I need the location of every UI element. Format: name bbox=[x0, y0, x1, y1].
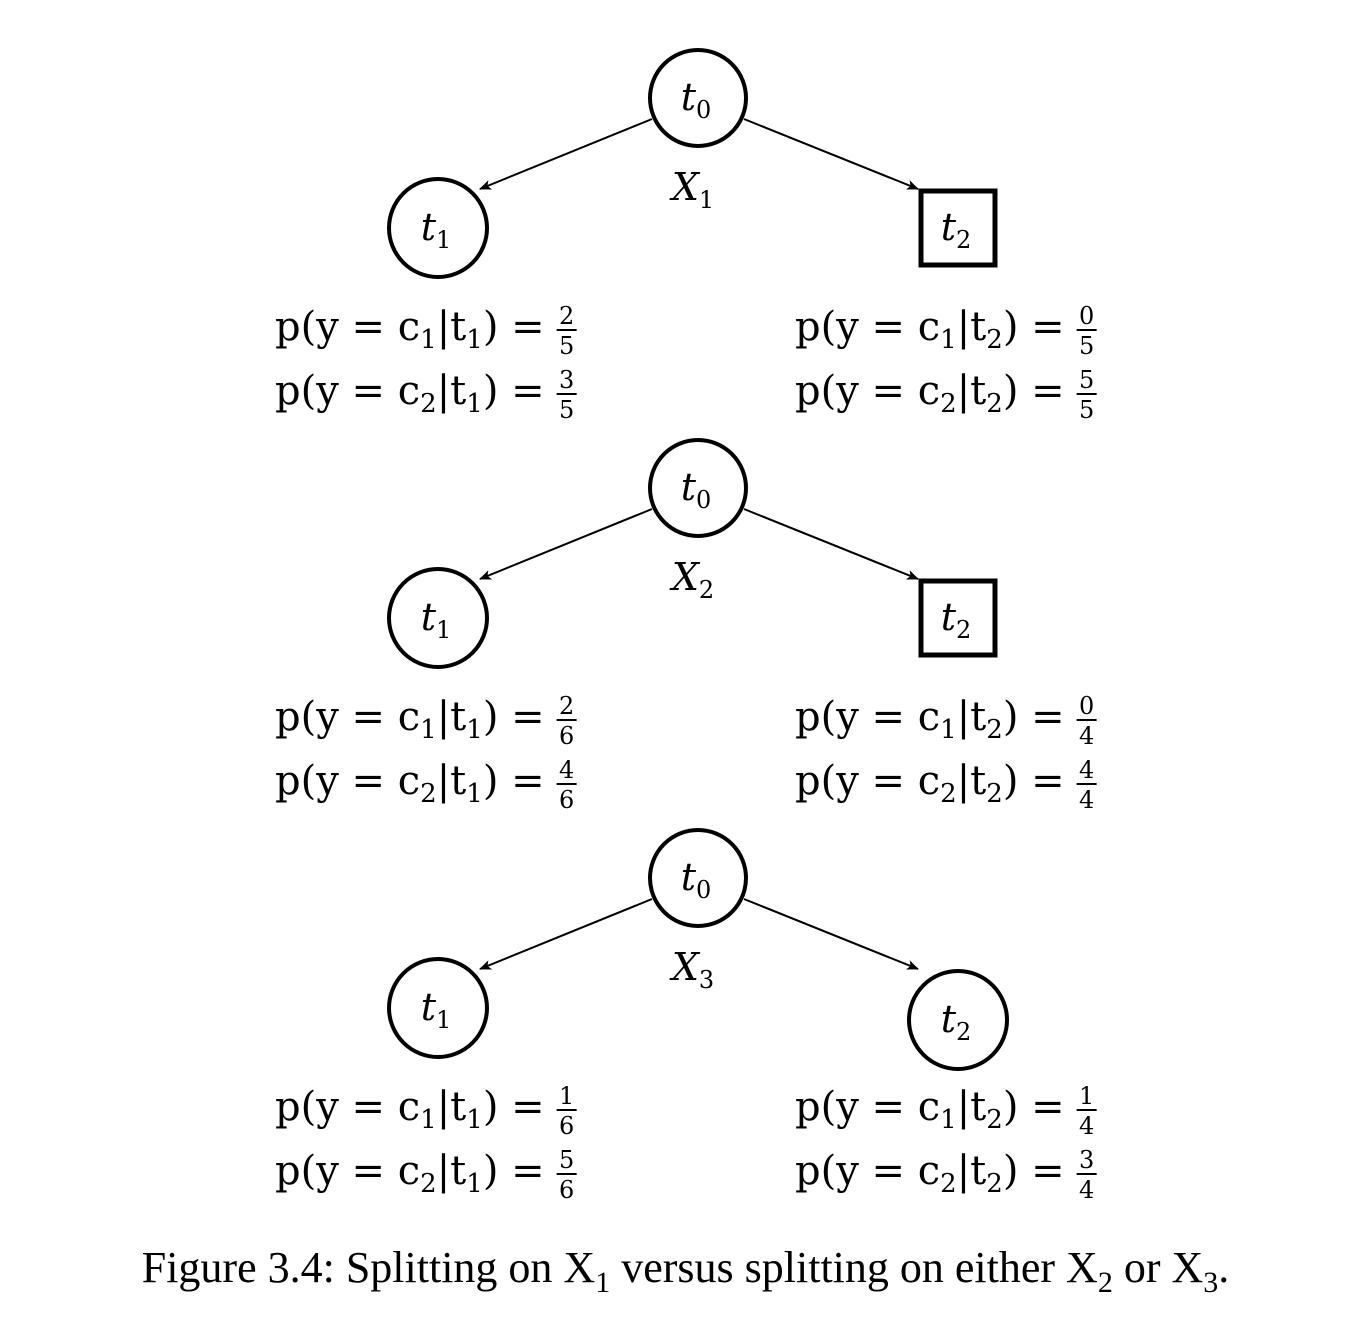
right-child-label: t2 bbox=[941, 997, 972, 1046]
left-child-node bbox=[387, 177, 489, 279]
right-prob-1: p(y = c1|t2) = bbox=[795, 304, 1065, 355]
right-prob-2: p(y = c2|t2) = bbox=[795, 758, 1065, 809]
left-prob-1-numerator: 2 bbox=[559, 302, 574, 330]
right-child-leaf-node bbox=[918, 578, 998, 658]
left-prob-2-numerator: 4 bbox=[559, 756, 574, 784]
right-prob-1-denominator: 5 bbox=[1079, 332, 1094, 360]
right-prob-1-denominator: 4 bbox=[1079, 722, 1094, 750]
left-prob-2-numerator: 3 bbox=[559, 366, 574, 394]
left-prob-2-denominator: 5 bbox=[559, 396, 574, 424]
right-prob-1-numerator: 1 bbox=[1079, 1082, 1094, 1110]
right-child-node bbox=[907, 969, 1009, 1071]
left-child-label: t1 bbox=[421, 985, 452, 1034]
split-variable-label: X2 bbox=[669, 555, 714, 604]
edge-left bbox=[479, 898, 653, 970]
left-child-label: t1 bbox=[421, 595, 452, 644]
left-child-label: t1 bbox=[421, 205, 452, 254]
right-prob-1: p(y = c1|t2) = bbox=[795, 1084, 1065, 1135]
left-prob-2: p(y = c2|t1) = bbox=[275, 758, 545, 809]
edge-right bbox=[743, 508, 919, 580]
right-child-label: t2 bbox=[941, 205, 972, 254]
caption-suffix: . bbox=[1218, 1243, 1230, 1292]
left-prob-2-denominator: 6 bbox=[559, 1176, 574, 1204]
right-child-leaf-node bbox=[918, 188, 998, 268]
root-node bbox=[648, 48, 748, 148]
right-prob-2: p(y = c2|t2) = bbox=[795, 1148, 1065, 1199]
left-prob-2-numerator: 5 bbox=[559, 1146, 574, 1174]
right-prob-1-numerator: 0 bbox=[1079, 692, 1094, 720]
left-prob-1-denominator: 6 bbox=[559, 722, 574, 750]
right-prob-2-numerator: 4 bbox=[1079, 756, 1094, 784]
edge-right bbox=[743, 898, 919, 970]
split-variable-label: X1 bbox=[669, 165, 714, 214]
right-prob-2: p(y = c2|t2) = bbox=[795, 368, 1065, 419]
split-variable-label: X3 bbox=[669, 945, 714, 994]
root-node-label: t0 bbox=[681, 855, 712, 904]
left-prob-1: p(y = c1|t1) = bbox=[275, 1084, 545, 1135]
right-prob-2-denominator: 4 bbox=[1079, 1176, 1094, 1204]
right-child-label: t2 bbox=[941, 595, 972, 644]
caption-or: or X bbox=[1112, 1243, 1204, 1292]
caption-sub1: 1 bbox=[595, 1265, 611, 1299]
left-prob-2-denominator: 6 bbox=[559, 786, 574, 814]
left-prob-1: p(y = c1|t1) = bbox=[275, 304, 545, 355]
right-prob-2-denominator: 4 bbox=[1079, 786, 1094, 814]
root-node-label: t0 bbox=[681, 75, 712, 124]
left-child-node bbox=[387, 567, 489, 669]
caption-sub3: 3 bbox=[1203, 1265, 1219, 1299]
right-prob-1-denominator: 4 bbox=[1079, 1112, 1094, 1140]
left-prob-2: p(y = c2|t1) = bbox=[275, 368, 545, 419]
left-prob-1-numerator: 1 bbox=[559, 1082, 574, 1110]
right-prob-1-numerator: 0 bbox=[1079, 302, 1094, 330]
caption-prefix: Figure 3.4: Splitting on X bbox=[141, 1243, 596, 1292]
left-prob-1-denominator: 5 bbox=[559, 332, 574, 360]
edge-right bbox=[743, 118, 919, 190]
edge-left bbox=[479, 508, 653, 580]
root-node bbox=[648, 828, 748, 928]
figure-caption: Figure 3.4: Splitting on X1 versus split… bbox=[0, 1242, 1371, 1300]
caption-sub2: 2 bbox=[1097, 1265, 1113, 1299]
edge-left bbox=[479, 118, 653, 190]
left-prob-2: p(y = c2|t1) = bbox=[275, 1148, 545, 1199]
right-prob-1: p(y = c1|t2) = bbox=[795, 694, 1065, 745]
caption-middle: versus splitting on either X bbox=[610, 1243, 1098, 1292]
root-node bbox=[648, 438, 748, 538]
right-prob-2-numerator: 3 bbox=[1079, 1146, 1094, 1174]
right-prob-2-denominator: 5 bbox=[1079, 396, 1094, 424]
left-child-node bbox=[387, 957, 489, 1059]
left-prob-1: p(y = c1|t1) = bbox=[275, 694, 545, 745]
left-prob-1-denominator: 6 bbox=[559, 1112, 574, 1140]
left-prob-1-numerator: 2 bbox=[559, 692, 574, 720]
right-prob-2-numerator: 5 bbox=[1079, 366, 1094, 394]
root-node-label: t0 bbox=[681, 465, 712, 514]
